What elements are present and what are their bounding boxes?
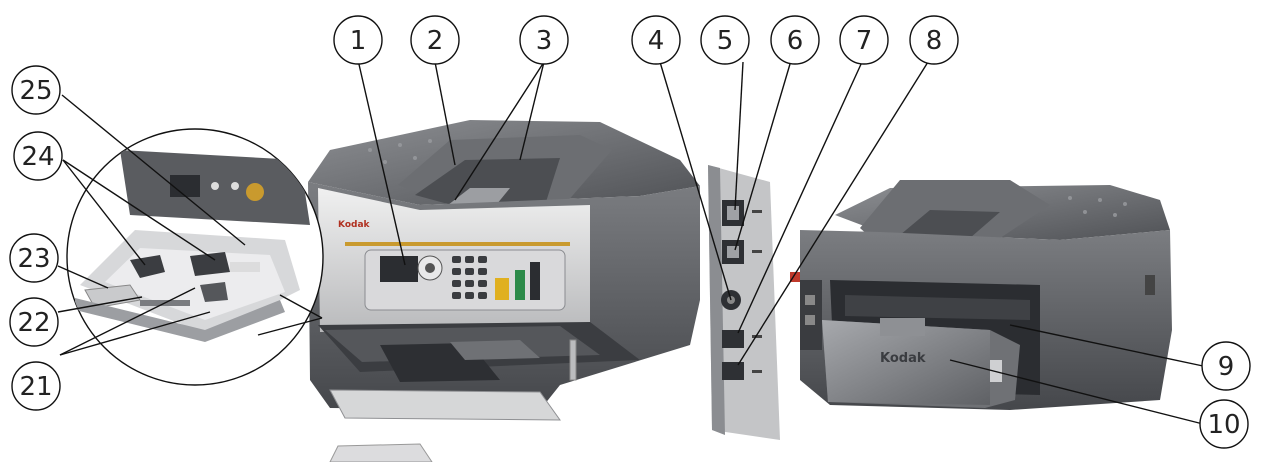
svg-text:8: 8 xyxy=(926,26,943,56)
callout-25: 25 xyxy=(11,65,61,115)
callout-5: 5 xyxy=(700,15,750,65)
callout-8: 8 xyxy=(909,15,959,65)
callout-2: 2 xyxy=(410,15,460,65)
callout-10: 10 xyxy=(1199,399,1249,449)
callout-21: 21 xyxy=(11,361,61,411)
svg-text:2: 2 xyxy=(427,26,444,56)
svg-text:23: 23 xyxy=(17,244,50,274)
paper-tray-zoom xyxy=(66,128,324,386)
svg-text:6: 6 xyxy=(787,26,804,56)
front-printer: Kodak xyxy=(308,120,700,421)
callout-24: 24 xyxy=(13,131,63,181)
callout-9: 9 xyxy=(1201,341,1251,391)
callout-4: 4 xyxy=(631,15,681,65)
svg-text:7: 7 xyxy=(856,26,873,56)
callout-3: 3 xyxy=(519,15,569,65)
svg-text:22: 22 xyxy=(17,308,50,338)
svg-text:21: 21 xyxy=(19,372,52,402)
svg-text:24: 24 xyxy=(21,142,54,172)
callout-22: 22 xyxy=(9,297,59,347)
svg-text:1: 1 xyxy=(350,26,367,56)
svg-text:10: 10 xyxy=(1207,410,1240,440)
rear-port-panel xyxy=(708,165,780,440)
callout-23: 23 xyxy=(9,233,59,283)
callout-7: 7 xyxy=(839,15,889,65)
callout-6: 6 xyxy=(770,15,820,65)
partial-item xyxy=(329,443,433,462)
leader-lines xyxy=(57,59,1204,425)
svg-text:3: 3 xyxy=(536,26,553,56)
svg-text:25: 25 xyxy=(19,76,52,106)
svg-text:9: 9 xyxy=(1218,352,1235,382)
front-kodak-logo: Kodak xyxy=(338,220,371,230)
rear-kodak-logo: Kodak xyxy=(880,351,926,366)
svg-text:4: 4 xyxy=(648,26,665,56)
callout-1: 1 xyxy=(333,15,383,65)
svg-text:5: 5 xyxy=(717,26,734,56)
control-panel xyxy=(364,249,566,311)
rear-printer: Kodak xyxy=(790,180,1172,410)
